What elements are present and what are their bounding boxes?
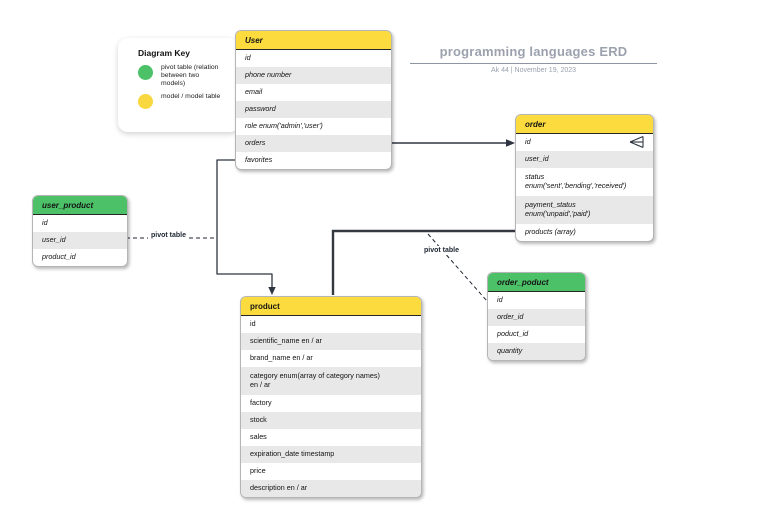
- pivot-table-dot-icon: [138, 65, 153, 80]
- table-row: id: [250, 319, 256, 329]
- table-row: quantity: [488, 343, 585, 360]
- table-user-product-header: user_product: [33, 196, 127, 215]
- diagram-key: Diagram Key pivot table (relation betwee…: [118, 38, 240, 132]
- table-row: phone number: [236, 67, 391, 84]
- table-row: role enum('admin','user'): [245, 121, 323, 131]
- table-row: user_id: [33, 232, 127, 249]
- table-order-poduct-rows: id order_id poduct_id quantity: [488, 292, 585, 360]
- table-row: sales: [250, 432, 267, 442]
- pivot-table-label: pivot table: [148, 231, 190, 240]
- table-row: poduct_id: [497, 329, 529, 339]
- table-row: id: [42, 218, 48, 228]
- diagram-key-item: pivot table (relation between two models…: [138, 64, 234, 88]
- table-user-product: user_product id user_id product_id: [32, 195, 128, 267]
- table-user-product-rows: id user_id product_id: [33, 215, 127, 266]
- table-row: scientific_name en / ar: [241, 333, 421, 350]
- table-order-poduct-header: order_poduct: [488, 273, 585, 292]
- crow-foot-icon: [629, 135, 644, 149]
- pivot-table-label: pivot table: [421, 246, 463, 255]
- table-row: description en / ar: [241, 480, 421, 497]
- table-row: payment_status enum('unpaid','paid'): [516, 196, 653, 224]
- order-poduct-pivot-dash: [427, 233, 488, 302]
- table-row: favorites: [245, 155, 273, 165]
- diagram-key-label: pivot table (relation between two models…: [161, 64, 219, 87]
- table-product: product id scientific_name en / ar brand_n…: [240, 296, 422, 498]
- arrow-right-icon: [506, 139, 515, 147]
- table-product-rows: id scientific_name en / ar brand_name en /…: [241, 316, 421, 497]
- table-row: id: [497, 295, 503, 305]
- diagram-key-label: model / model table: [161, 93, 221, 100]
- table-row: products (array): [525, 227, 576, 237]
- table-row: price: [250, 466, 266, 476]
- table-row: user_id: [516, 151, 653, 168]
- table-user: User id phone number email password role enu…: [235, 30, 392, 170]
- table-row: expiration_date timestamp: [241, 446, 421, 463]
- table-user-header: User: [236, 31, 391, 50]
- table-row: stock: [241, 412, 421, 429]
- model-table-dot-icon: [138, 94, 153, 109]
- table-row: factory: [250, 398, 272, 408]
- arrow-down-icon: [268, 287, 276, 295]
- table-user-rows: id phone number email password role enum('ad…: [236, 50, 391, 169]
- table-order-poduct: order_poduct id order_id poduct_id quantity: [487, 272, 586, 361]
- table-row: email: [245, 87, 263, 97]
- table-row: orders: [236, 135, 391, 152]
- table-row: id: [245, 53, 251, 63]
- title-block: programming languages ERD Ak 44 | Novemb…: [410, 44, 657, 74]
- user-product-connector: [216, 159, 273, 287]
- table-row: status enum('sent','bending','received'): [525, 172, 627, 190]
- diagram-key-item: model / model table: [138, 93, 234, 109]
- table-row: product_id: [42, 252, 76, 262]
- table-product-header: product: [241, 297, 421, 316]
- table-row: password: [236, 101, 391, 118]
- page-subtitle: Ak 44 | November 19, 2023: [490, 67, 577, 74]
- table-row: order_id: [488, 309, 585, 326]
- table-order-header: order: [516, 115, 653, 134]
- table-row: brand_name en / ar: [250, 353, 313, 363]
- page-title: programming languages ERD: [410, 44, 657, 64]
- table-row: id: [525, 137, 531, 147]
- table-row: category enum(array of category names) e…: [241, 367, 421, 395]
- diagram-key-title: Diagram Key: [138, 48, 190, 58]
